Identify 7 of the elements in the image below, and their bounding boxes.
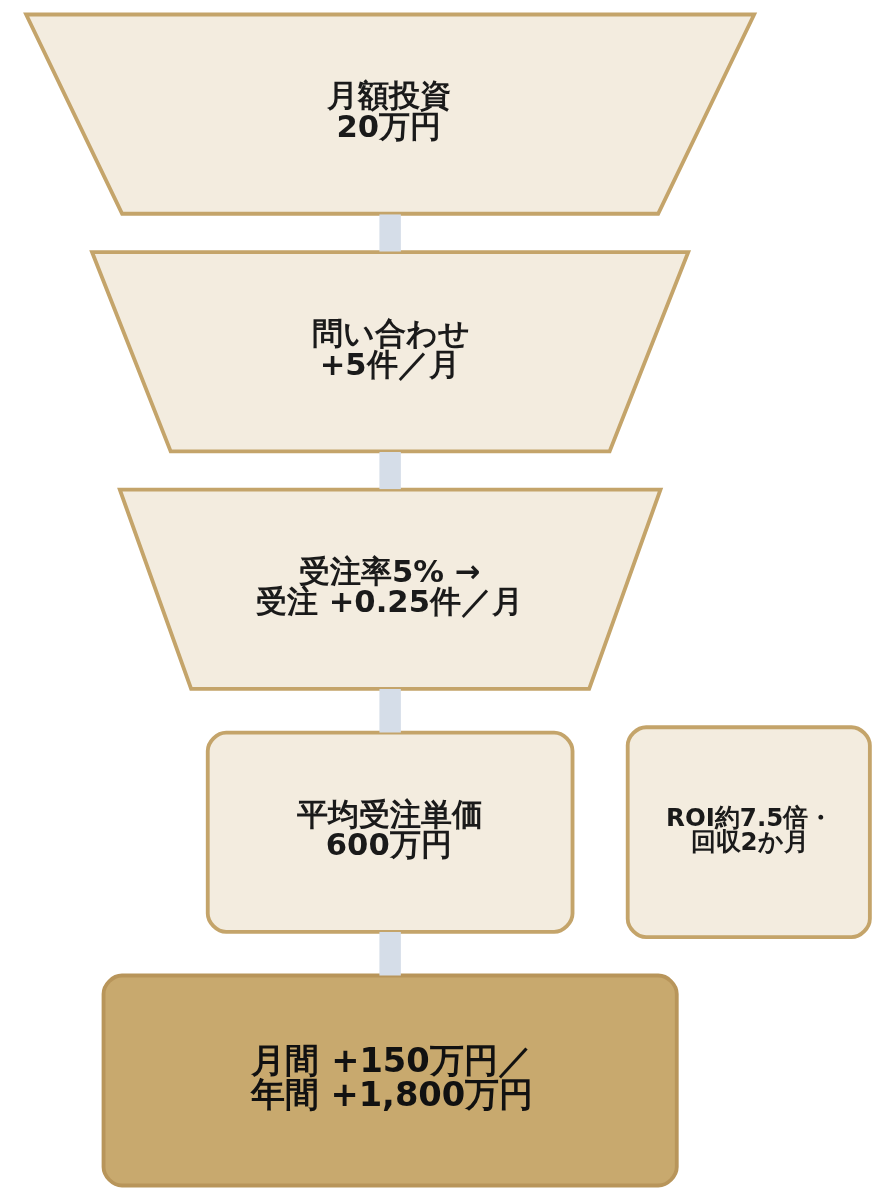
connector xyxy=(379,932,401,976)
connector xyxy=(379,689,401,733)
node-box: 月間 +150万円／ 年間 +1,800万円 xyxy=(101,973,679,1188)
node-box: 平均受注単価 600万円 xyxy=(205,730,575,934)
node-box: ROI約7.5倍・回収2か月 xyxy=(625,725,872,940)
connector xyxy=(379,452,401,490)
connector xyxy=(379,214,401,252)
